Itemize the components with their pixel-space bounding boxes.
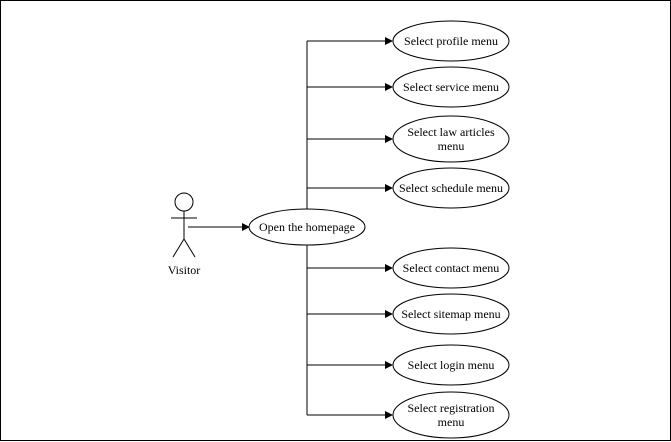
actor-left-leg xyxy=(172,238,185,258)
use-case-registration-label: Select registration xyxy=(408,401,495,415)
use-case-sitemap-ellipse xyxy=(392,293,510,335)
use-case-schedule: Select schedule menu xyxy=(392,167,510,209)
use-case-open-homepage-label: Open the homepage xyxy=(259,220,355,234)
use-case-registration-ellipse xyxy=(392,391,510,439)
use-case-open-homepage: Open the homepage xyxy=(248,208,366,246)
use-case-profile-label: Select profile menu xyxy=(404,34,498,48)
use-case-schedule-label: Select schedule menu xyxy=(399,181,503,195)
use-case-profile: Select profile menu xyxy=(392,20,510,62)
actor-label: Visitor xyxy=(168,263,201,277)
use-case-contact-ellipse xyxy=(392,247,510,289)
use-case-law-articles-ellipse xyxy=(392,115,510,163)
use-case-schedule-ellipse xyxy=(392,167,510,209)
use-case-service-label: Select service menu xyxy=(403,80,499,94)
actor-head xyxy=(174,192,194,212)
use-case-login: Select login menu xyxy=(392,344,510,386)
branch-arrows xyxy=(307,37,393,419)
use-case-contact-label: Select contact menu xyxy=(403,261,500,275)
use-case-law-articles-label: menu xyxy=(438,139,465,153)
actor-right-leg xyxy=(183,238,196,258)
use-case-login-label: Select login menu xyxy=(408,358,495,372)
use-case-service: Select service menu xyxy=(392,66,510,108)
use-case-login-ellipse xyxy=(392,344,510,386)
use-case-service-ellipse xyxy=(392,66,510,108)
use-case-profile-ellipse xyxy=(392,20,510,62)
use-case-law-articles-label: Select law articles xyxy=(407,125,495,139)
use-case-sitemap-label: Select sitemap menu xyxy=(401,307,500,321)
use-case-contact: Select contact menu xyxy=(392,247,510,289)
use-case-registration-label: menu xyxy=(438,415,465,429)
use-case-sitemap: Select sitemap menu xyxy=(392,293,510,335)
actor-visitor: Visitor xyxy=(168,192,201,277)
